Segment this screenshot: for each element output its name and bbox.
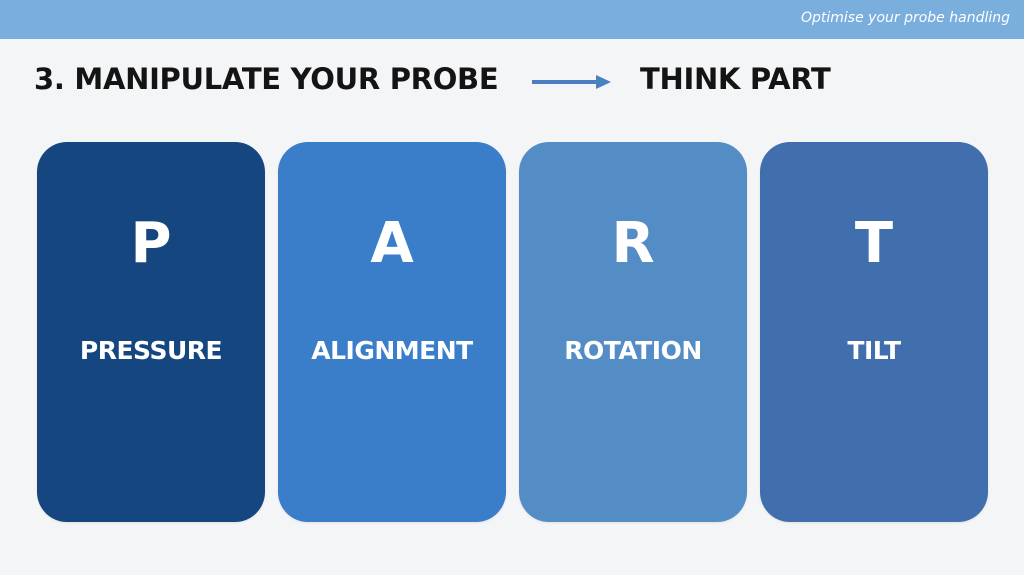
card-word: ALIGNMENT — [311, 336, 473, 365]
slide-subtitle: THINK PART — [640, 62, 831, 96]
top-banner: Optimise your probe handling — [0, 0, 1024, 39]
card-letter: P — [130, 211, 172, 276]
card-letter: A — [370, 211, 414, 276]
card-rotation: R ROTATION — [519, 142, 747, 522]
card-alignment: A ALIGNMENT — [278, 142, 506, 522]
card-word: PRESSURE — [79, 336, 223, 365]
card-letter: T — [854, 211, 894, 276]
card-letter: R — [611, 211, 655, 276]
card-tilt: T TILT — [760, 142, 988, 522]
right-arrow-icon — [532, 75, 611, 89]
card-pressure: P PRESSURE — [37, 142, 265, 522]
card-word: TILT — [847, 336, 901, 365]
slide-title: 3. MANIPULATE YOUR PROBE — [34, 62, 499, 96]
card-word: ROTATION — [564, 336, 702, 365]
banner-tagline: Optimise your probe handling — [800, 10, 1010, 26]
